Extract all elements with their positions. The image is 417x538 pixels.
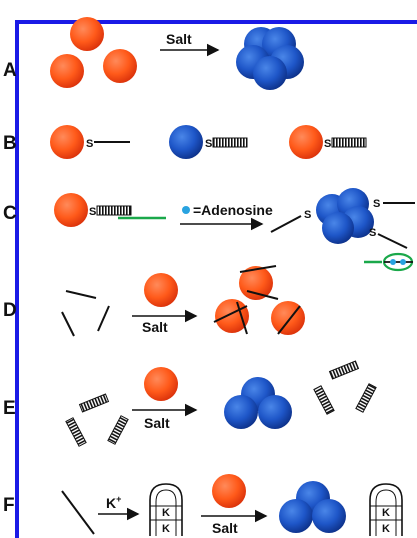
red-nanoparticle bbox=[289, 125, 323, 159]
adenosine-label: =Adenosine bbox=[193, 202, 273, 218]
dsdna-duplex bbox=[313, 385, 335, 415]
dsdna-duplex bbox=[355, 383, 377, 413]
thiol-label: S bbox=[324, 138, 331, 150]
adenosine-icon bbox=[390, 259, 396, 265]
dsdna-duplex bbox=[212, 137, 248, 148]
svg-text:K: K bbox=[162, 507, 170, 519]
blue-aggregate bbox=[279, 481, 346, 533]
svg-text:K: K bbox=[382, 523, 390, 535]
g-quadruplex: K K bbox=[149, 483, 183, 536]
blue-aggregate bbox=[224, 377, 292, 429]
red-nanoparticle bbox=[50, 54, 84, 88]
red-nanoparticle bbox=[50, 125, 84, 159]
ssdna-strand bbox=[61, 311, 75, 337]
blue-frame bbox=[15, 20, 417, 538]
red-nanoparticle bbox=[54, 193, 88, 227]
row-label-c: C bbox=[3, 203, 17, 224]
dsdna-duplex bbox=[65, 417, 87, 447]
adenosine-icon bbox=[182, 206, 190, 214]
red-nanoparticle bbox=[70, 17, 104, 51]
dsdna-duplex bbox=[107, 415, 129, 445]
blue-nanoparticle bbox=[169, 125, 203, 159]
thiol-label: S bbox=[205, 138, 212, 150]
dsdna-duplex bbox=[96, 205, 132, 216]
red-nanoparticle bbox=[103, 49, 137, 83]
red-nanoparticle bbox=[215, 299, 249, 333]
adsorbed-ssdna bbox=[277, 305, 301, 335]
thiol-label: S bbox=[86, 138, 93, 150]
dsdna-duplex bbox=[331, 137, 367, 148]
thiol-label: S bbox=[369, 227, 376, 239]
ssdna-strand bbox=[377, 233, 408, 249]
blue-aggregate bbox=[236, 27, 304, 90]
thiol-label: S bbox=[304, 209, 311, 221]
arrow-label-potassium: K+ bbox=[106, 494, 121, 511]
arrow-label-salt: Salt bbox=[212, 520, 238, 536]
aptamer-adenosine-complex bbox=[364, 252, 414, 272]
blue-aggregate bbox=[316, 188, 374, 244]
adenosine-icon bbox=[400, 259, 406, 265]
row-label-d: D bbox=[3, 300, 17, 321]
adsorbed-ssdna bbox=[246, 290, 279, 300]
svg-text:K: K bbox=[162, 523, 170, 535]
adsorbed-ssdna bbox=[213, 305, 248, 323]
svg-text:K: K bbox=[382, 507, 390, 519]
red-nanoparticle bbox=[144, 273, 178, 307]
row-label-b: B bbox=[3, 133, 17, 154]
arrow-label-salt: Salt bbox=[166, 31, 192, 47]
thiol-label: S bbox=[89, 206, 96, 218]
adsorbed-ssdna bbox=[236, 301, 248, 335]
thiol-label: S bbox=[373, 198, 380, 210]
g-quadruplex: K K bbox=[369, 483, 403, 536]
arrow-label-salt: Salt bbox=[144, 415, 170, 431]
ssdna-strand bbox=[65, 290, 97, 299]
dsdna-duplex bbox=[78, 393, 110, 413]
red-nanoparticle bbox=[144, 367, 178, 401]
red-nanoparticle bbox=[212, 474, 246, 508]
ssdna-strand bbox=[61, 490, 95, 535]
ssdna-strand bbox=[270, 215, 302, 233]
dsdna-duplex bbox=[328, 360, 360, 380]
ssdna-strand bbox=[97, 305, 110, 332]
row-label-a: A bbox=[3, 60, 17, 81]
arrow-label-salt: Salt bbox=[142, 319, 168, 335]
row-label-e: E bbox=[3, 398, 16, 419]
adsorbed-ssdna bbox=[239, 265, 277, 273]
row-label-f: F bbox=[3, 495, 15, 516]
